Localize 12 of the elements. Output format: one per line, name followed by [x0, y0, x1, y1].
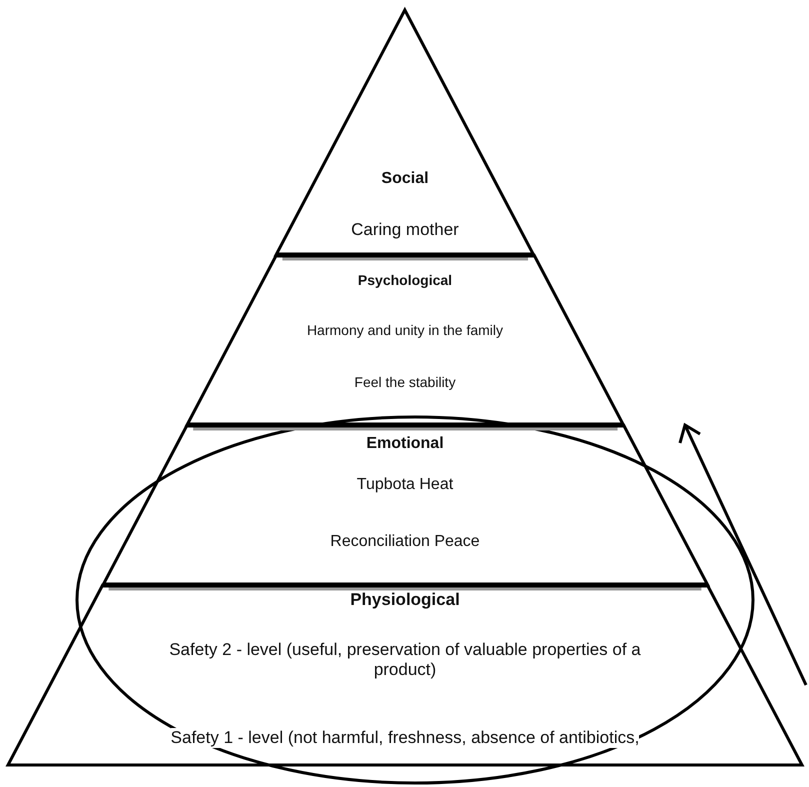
- tier-text: Feel the stability: [354, 374, 456, 390]
- tier-heading: Psychological: [358, 272, 452, 288]
- pyramid-tier: [186, 255, 624, 425]
- tier-heading: Emotional: [366, 435, 444, 453]
- tier-text: Tupbota Heat: [356, 476, 454, 494]
- tier-text: Caring mother: [351, 220, 459, 240]
- tier-heading: Social: [381, 170, 429, 188]
- tier-heading: Physiological: [350, 590, 460, 610]
- tier-text: Harmony and unity in the family: [306, 322, 504, 338]
- pyramid-tier: [8, 585, 802, 765]
- pyramid-tier: [102, 425, 708, 585]
- tier-text: Safety 1 - level (not harmful, freshness, absence of antibiotics,: [170, 728, 640, 748]
